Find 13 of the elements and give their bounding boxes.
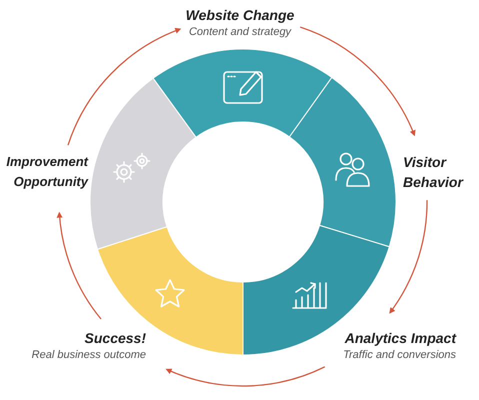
step-subtitle: Traffic and conversions — [342, 348, 456, 362]
step-subtitle: Content and strategy — [188, 25, 292, 39]
cycle-arrow — [300, 26, 416, 136]
step-title: Improvement Opportunity — [5, 153, 88, 191]
step-subtitle: Real business outcome — [30, 348, 146, 362]
step-title: Visitor Behavior — [403, 153, 464, 192]
cycle-arrow — [166, 366, 326, 386]
step-title: Analytics Impact — [344, 329, 456, 348]
step-title: Website Change — [184, 6, 296, 25]
step-title: Success! — [84, 329, 146, 348]
cycle-arrow — [67, 28, 182, 146]
cycle-arrow — [389, 200, 428, 314]
cycle-arrow — [56, 212, 102, 320]
